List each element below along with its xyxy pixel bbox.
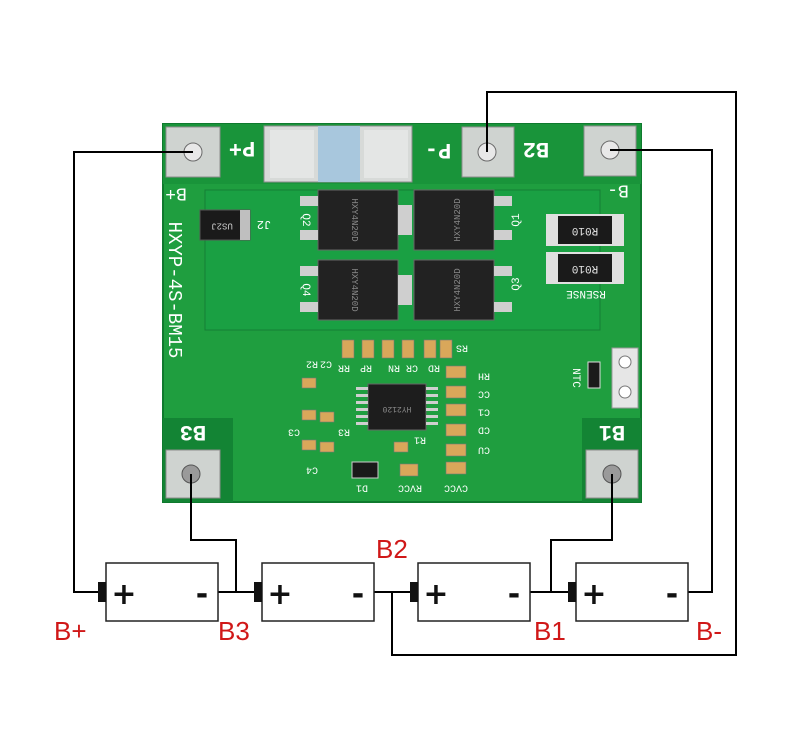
silk-model: HXYP-4S-BM15: [163, 222, 185, 359]
label-b1: B1: [534, 616, 566, 646]
silk-c2: C2: [320, 357, 332, 368]
silk-p-minus: P-: [425, 137, 451, 162]
silk-b-plus: B+: [165, 182, 187, 202]
silk-c4: C4: [306, 463, 318, 474]
silk-rsense: RSENSE: [566, 287, 606, 299]
svg-text:HXY4N20D: HXY4N20D: [349, 198, 359, 241]
label-b3: B3: [218, 616, 250, 646]
svg-text:HXY4N20D: HXY4N20D: [349, 268, 359, 311]
silk-cd: CD: [478, 423, 490, 434]
label-b2: B2: [376, 534, 408, 564]
cell-4-minus: -: [666, 577, 678, 612]
silk-cc: CC: [478, 387, 490, 398]
battery-cell-4: + -: [568, 562, 689, 622]
silk-p-plus: P+: [229, 135, 255, 160]
cell-2-plus: +: [267, 577, 292, 612]
silk-b2: B2: [523, 136, 549, 161]
smd-passives: [301, 339, 467, 479]
wiring: [73, 91, 737, 656]
svg-text:HXY4N20D: HXY4N20D: [453, 268, 463, 311]
mosfet-q4: HXY4N20D: [300, 259, 412, 321]
silk-q2: Q2: [299, 213, 311, 226]
silk-r3: R3: [338, 425, 350, 436]
battery-cell-2: + -: [254, 562, 375, 622]
silk-b-minus: B-: [607, 179, 629, 199]
silk-q4: Q4: [299, 283, 311, 297]
wire-b-plus: [73, 151, 193, 593]
svg-text:US2J: US2J: [211, 221, 233, 231]
cell-1-minus: -: [196, 577, 208, 612]
mosfet-q1: HXY4N20D: [413, 189, 512, 251]
silk-q1: Q1: [511, 213, 523, 227]
silk-d1: D1: [356, 481, 368, 492]
label-b-minus: B-: [696, 616, 722, 646]
pcb-board: P+ P- B2 B+ B- B3 B1 HXYP-4S-BM15 US2J J…: [162, 123, 642, 503]
diode-j2: US2J: [199, 209, 251, 241]
wire-b1: [550, 474, 613, 592]
pad-b3: [163, 418, 233, 502]
pad-p-minus: [263, 125, 413, 183]
silk-rr: RR: [338, 361, 350, 372]
battery-cells: + - + - + - + -: [98, 562, 689, 622]
silk-q3: Q3: [511, 277, 523, 290]
battery-cell-1: + -: [98, 562, 219, 622]
resistor-r010-bottom: R010: [546, 252, 624, 284]
svg-text:R010: R010: [572, 224, 598, 236]
mosfet-q3: HXY4N20D: [413, 259, 512, 321]
silk-rp: RP: [360, 361, 372, 372]
svg-text:HXY4N20D: HXY4N20D: [453, 198, 463, 241]
wire-b3: [190, 474, 237, 592]
silk-r2: R2: [306, 357, 318, 368]
silk-cu: CU: [478, 443, 490, 454]
mosfet-q2: HXY4N20D: [300, 189, 412, 251]
protection-ic: HY2120: [356, 383, 438, 431]
label-b-plus: B+: [54, 616, 87, 646]
silk-rs: RS: [456, 341, 468, 352]
ntc-header: [587, 347, 639, 409]
silk-rvcc: RVCC: [398, 481, 422, 492]
silk-cr: CR: [406, 361, 418, 372]
wire-b-minus: [610, 149, 713, 593]
cell-4-plus: +: [581, 577, 606, 612]
silk-rn: RN: [388, 361, 400, 372]
silk-c3: C3: [288, 425, 300, 436]
cell-1-plus: +: [111, 577, 136, 612]
pad-b1: [582, 418, 641, 502]
cell-3-plus: +: [423, 577, 448, 612]
wire-labels: B+ B3 B2 B1 B-: [54, 534, 722, 646]
cell-2-minus: -: [352, 577, 364, 612]
svg-text:HY2120: HY2120: [382, 404, 411, 413]
silk-j2: J2: [257, 217, 271, 231]
cell-3-minus: -: [508, 577, 520, 612]
silk-b3: B3: [180, 419, 206, 444]
silk-r1: R1: [414, 433, 426, 444]
resistor-r010-top: R010: [546, 214, 624, 246]
silk-ntc: NTC: [569, 368, 581, 388]
battery-cell-3: + -: [410, 562, 531, 622]
svg-text:R010: R010: [572, 262, 598, 274]
silk-rd: RD: [428, 361, 440, 372]
silk-c1: C1: [478, 405, 490, 416]
silk-b1: B1: [599, 419, 625, 444]
silk-rh: RH: [478, 369, 490, 380]
silk-cvcc: CVCC: [444, 481, 468, 492]
